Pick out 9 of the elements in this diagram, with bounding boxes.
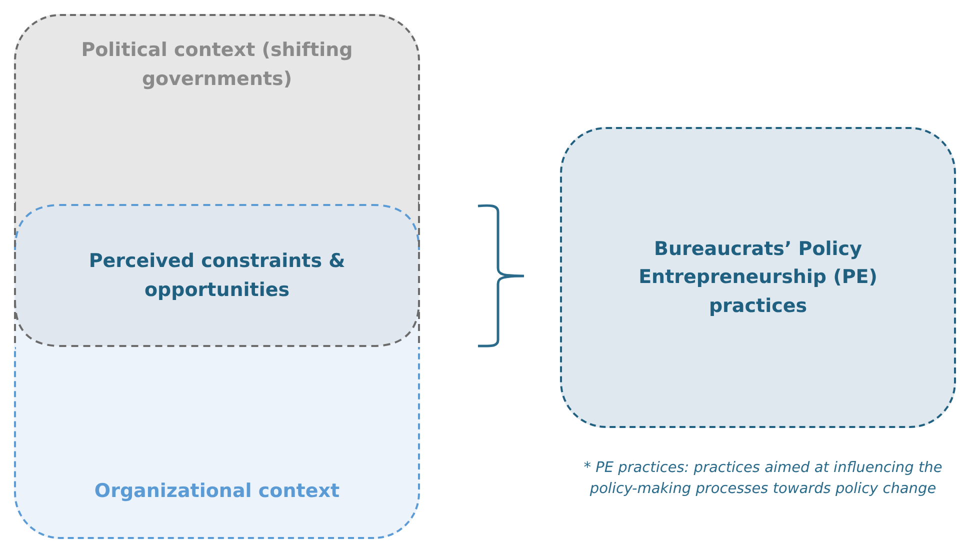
node-label: Political context (shifting governments) [80, 38, 354, 92]
dashed-rounded-box [14, 14, 420, 204]
node-label: Perceived constraints & opportunities [88, 249, 346, 302]
node-label: Organizational context [94, 478, 340, 504]
overlap-region [14, 204, 420, 347]
footnote: * PE practices: practices aimed at influencing the policy-making processes towards policy change [582, 459, 944, 500]
node-label: Bureaucrats’ Policy Entrepreneurship (PE) practices [638, 236, 878, 319]
dashed-rounded-box [560, 127, 956, 428]
dashed-rounded-box [14, 347, 420, 539]
